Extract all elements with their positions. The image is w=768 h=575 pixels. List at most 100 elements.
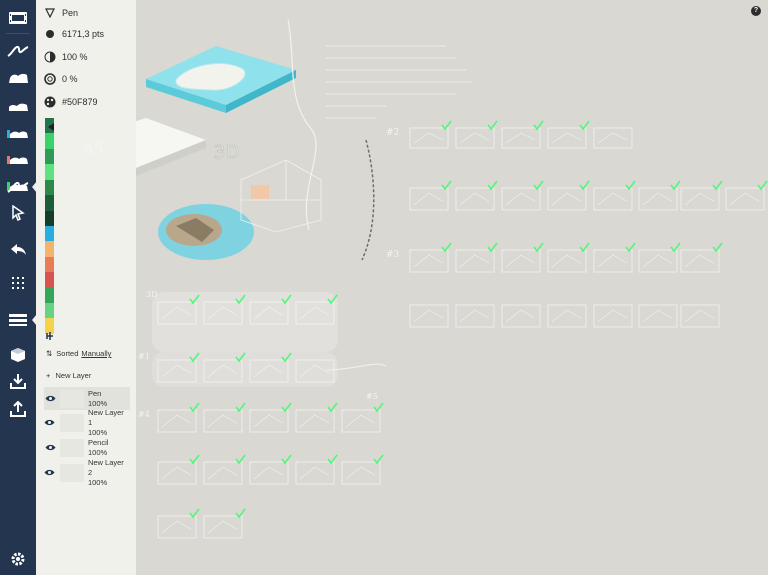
checkmark-icon xyxy=(441,242,452,253)
storyboard-frame xyxy=(249,454,292,485)
palette-selection-arrow-icon xyxy=(48,123,54,131)
color-swatch[interactable] xyxy=(45,272,54,288)
color-hex: #50F879 xyxy=(62,97,98,107)
eye-icon[interactable] xyxy=(44,417,56,429)
checkmark-icon xyxy=(625,242,636,253)
color-swatch[interactable] xyxy=(45,148,54,165)
checkmark-icon xyxy=(757,180,768,191)
settings-icon[interactable] xyxy=(0,544,36,574)
color-swatch[interactable] xyxy=(45,164,54,180)
help-button[interactable]: ? xyxy=(751,6,761,16)
fountain-pen-icon[interactable] xyxy=(0,62,36,92)
checkmark-icon xyxy=(189,508,200,519)
color-swatch[interactable] xyxy=(45,118,54,134)
marker-icon[interactable] xyxy=(0,90,36,120)
color-swatch[interactable] xyxy=(45,303,54,319)
color-swatch[interactable] xyxy=(45,195,54,211)
storyboard-frame xyxy=(593,180,636,211)
color-swatch[interactable] xyxy=(45,241,54,257)
storyboard-frame xyxy=(203,508,246,539)
checkmark-icon xyxy=(327,454,338,465)
tool-properties-panel: Pen 6171,3 pts 100 % 0 % #50F879 ⇅ Sorte… xyxy=(36,0,136,575)
storyboard-frame xyxy=(680,180,723,211)
storyboard-frame xyxy=(295,402,338,433)
checkmark-icon xyxy=(189,294,200,305)
checkmark-icon xyxy=(579,242,590,253)
checkmark-icon xyxy=(533,242,544,253)
storyboard-frame xyxy=(455,242,498,273)
layer-name: Pen xyxy=(88,388,102,398)
layers-icon[interactable] xyxy=(0,305,37,335)
checkmark-icon xyxy=(281,402,292,413)
opacity-value: 100 % xyxy=(62,52,88,62)
checkmark-icon xyxy=(281,454,292,465)
size-icon xyxy=(44,28,56,40)
checkmark-icon xyxy=(533,180,544,191)
checkmark-icon xyxy=(235,508,246,519)
color-swatch[interactable] xyxy=(45,287,54,304)
new-layer-label: New Layer xyxy=(55,371,92,380)
color-swatch[interactable] xyxy=(45,318,54,334)
storyboard-frame xyxy=(455,304,495,328)
sort-icon: ⇅ xyxy=(46,349,53,358)
color-swatch[interactable] xyxy=(45,225,54,242)
checkmark-icon xyxy=(441,180,452,191)
sorted-label: Sorted xyxy=(56,349,79,358)
new-layer-button[interactable]: + New Layer xyxy=(46,371,91,380)
storyboard-frame xyxy=(341,454,384,485)
brush-icon[interactable] xyxy=(0,143,36,173)
undo-icon[interactable] xyxy=(0,234,36,264)
sketch-drawing: 3D xyxy=(136,19,768,539)
layer-name: Pencil xyxy=(88,437,109,447)
tool-name-row[interactable]: Pen xyxy=(44,4,78,22)
eye-icon[interactable] xyxy=(44,467,56,479)
storyboard-frame xyxy=(409,304,449,328)
storyboard-frame xyxy=(593,242,636,273)
chisel-icon[interactable] xyxy=(0,117,36,147)
checkmark-icon xyxy=(441,120,452,131)
pen-icon[interactable] xyxy=(0,36,36,66)
storyboard-frame xyxy=(157,402,200,433)
eye-icon[interactable] xyxy=(44,442,56,454)
smoothing-row[interactable]: 0 % xyxy=(44,70,78,88)
drawing-canvas[interactable]: 3D A5 #2 #3 3D #1 #4 #5 ? xyxy=(82,0,768,575)
opacity-row[interactable]: 100 % xyxy=(44,48,88,66)
color-swatch[interactable] xyxy=(45,133,54,149)
checkmark-icon xyxy=(487,120,498,131)
checkmark-icon xyxy=(625,180,636,191)
color-swatch[interactable] xyxy=(45,210,54,226)
layer-thumbnail xyxy=(60,389,84,408)
size-row[interactable]: 6171,3 pts xyxy=(44,25,104,43)
color-swatch[interactable] xyxy=(45,256,54,273)
checkmark-icon xyxy=(235,402,246,413)
grid-icon[interactable] xyxy=(0,268,36,298)
film-icon[interactable] xyxy=(0,3,36,33)
palette-icon xyxy=(44,96,56,108)
color-row[interactable]: #50F879 xyxy=(44,93,98,111)
import-icon[interactable] xyxy=(0,366,36,396)
pin-icon[interactable] xyxy=(45,331,55,341)
checkmark-icon xyxy=(487,180,498,191)
export-icon[interactable] xyxy=(0,394,36,424)
checkmark-icon xyxy=(235,454,246,465)
storyboard-frame xyxy=(295,454,338,485)
select-icon[interactable] xyxy=(0,198,36,228)
checkmark-icon xyxy=(487,242,498,253)
active-pen-icon[interactable] xyxy=(0,172,37,202)
storyboard-frame xyxy=(295,359,335,383)
color-swatch[interactable] xyxy=(45,179,54,196)
pen-tip-icon xyxy=(44,7,56,19)
layer-sort-control[interactable]: ⇅ Sorted Manually xyxy=(46,349,111,358)
opacity-icon xyxy=(44,51,56,63)
eye-icon[interactable] xyxy=(44,393,56,405)
cube-icon[interactable] xyxy=(0,340,36,370)
checkmark-icon xyxy=(327,402,338,413)
layer-name: New Layer 1 xyxy=(87,407,124,427)
checkmark-icon xyxy=(579,120,590,131)
storyboard-frame xyxy=(157,508,200,539)
storyboard-frame xyxy=(547,242,590,273)
